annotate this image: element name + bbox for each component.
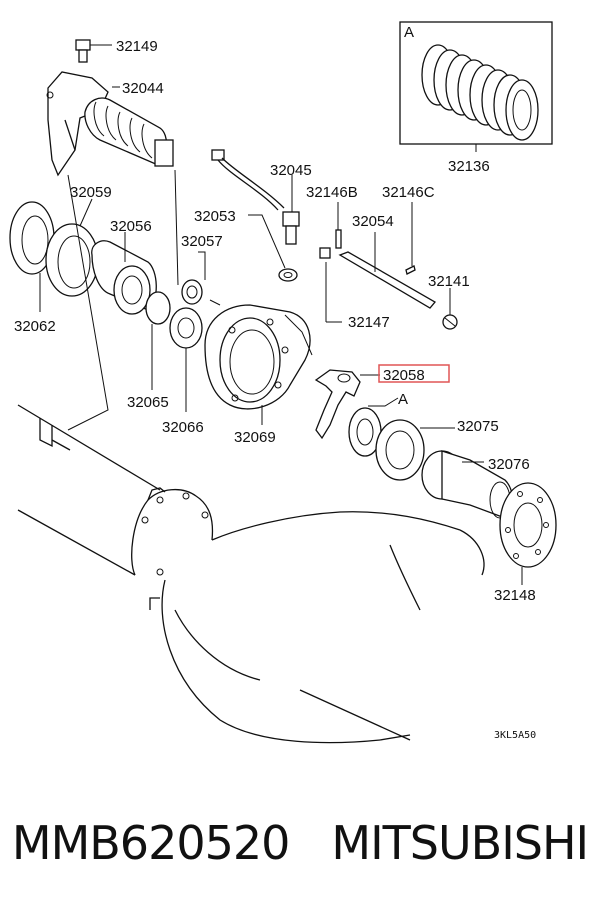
label-32053: 32053: [194, 208, 236, 225]
part-32054-rod: [319, 232, 436, 309]
part-32069-housing: [174, 169, 313, 425]
part-32044-boot: [46, 71, 174, 177]
diagram-code: 3KL5A50: [494, 730, 536, 741]
label-32141: 32141: [428, 273, 470, 290]
label-32146c: 32146C: [382, 184, 435, 201]
label-32136: 32136: [448, 158, 490, 175]
brand-name: MITSUBISHI: [331, 816, 589, 870]
part-32056-sleeve: [91, 232, 157, 315]
part-32059-seal: [45, 198, 99, 297]
label-32148: 32148: [494, 587, 536, 604]
detail-box-letter: A: [404, 24, 414, 41]
detail-box-a: A: [399, 21, 553, 152]
label-32058: 32058: [383, 367, 425, 384]
part-32148-flange: [499, 482, 557, 585]
label-32146b: 32146B: [306, 184, 358, 201]
axle-housing: [17, 404, 485, 744]
highlight-box: [378, 364, 450, 383]
label-32056: 32056: [110, 218, 152, 235]
label-32044: 32044: [122, 80, 164, 97]
part-32045-sensor: [211, 149, 300, 245]
label-32059: 32059: [70, 184, 112, 201]
label-32147: 32147: [348, 314, 390, 331]
part-32075-ring: A: [348, 391, 455, 481]
part-32058-fork: [314, 369, 380, 440]
label-32076: 32076: [488, 456, 530, 473]
label-32069: 32069: [234, 429, 276, 446]
part-number: MMB620520: [11, 816, 291, 870]
part-32065-bearing: [145, 291, 171, 390]
part-32066-bearing: [169, 307, 203, 412]
part-32057-bushing: [181, 251, 206, 305]
part-labels: 32149 32044 32136 32045 32059 32146B 321…: [14, 38, 536, 604]
part-32076-shaft: [421, 450, 514, 519]
part-32053-washer: [248, 214, 298, 282]
label-32065: 32065: [127, 394, 169, 411]
part-32141-clip: [442, 288, 458, 330]
part-32062-seal: [9, 201, 55, 312]
parts-diagram: A: [9, 21, 557, 744]
label-32062: 32062: [14, 318, 56, 335]
part-32149-bolt: [75, 39, 112, 63]
parts-32146-pins: [335, 202, 416, 275]
footer: MMB620520 MITSUBISHI: [0, 808, 600, 878]
label-32149: 32149: [116, 38, 158, 55]
label-32045: 32045: [270, 162, 312, 179]
label-32075: 32075: [457, 418, 499, 435]
spring-drawing: [421, 44, 539, 141]
callout-letter-a: A: [398, 391, 408, 408]
label-32066: 32066: [162, 419, 204, 436]
label-32054: 32054: [352, 213, 394, 230]
label-32057: 32057: [181, 233, 223, 250]
